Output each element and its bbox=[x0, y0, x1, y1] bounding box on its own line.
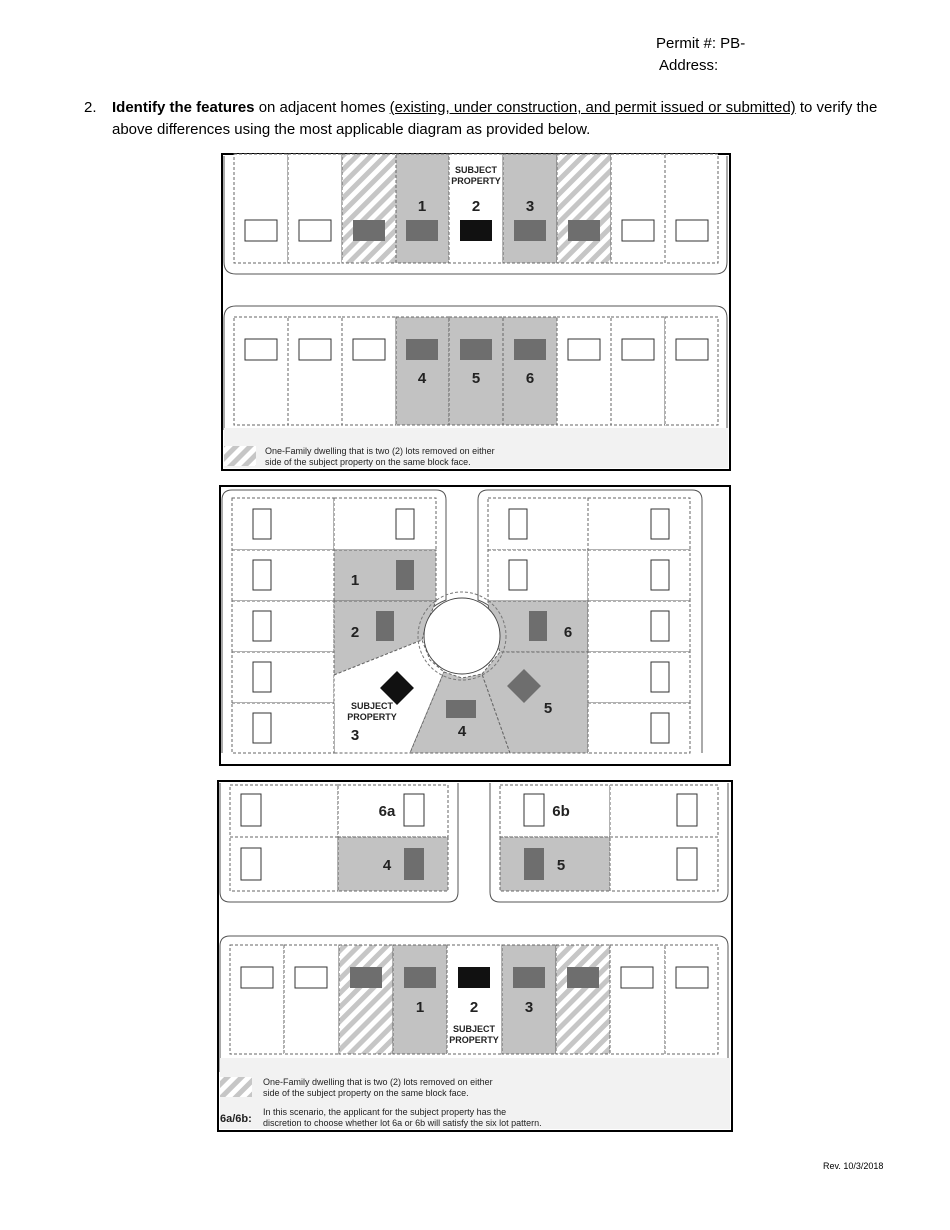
top-block-lots bbox=[233, 153, 719, 264]
lot-label-4-top: 4 bbox=[383, 857, 392, 874]
top-block-houses-3 bbox=[240, 793, 698, 881]
legend3-line2: side of the subject property on the same… bbox=[263, 1088, 469, 1098]
note-key-6a-6b: 6a/6b: bbox=[220, 1113, 252, 1125]
lot-label-1-b: 1 bbox=[416, 999, 424, 1016]
lot-label-5: 5 bbox=[472, 370, 480, 387]
cul-lot-label-1: 1 bbox=[351, 572, 359, 589]
cul-lot-label-4: 4 bbox=[458, 723, 467, 740]
top-block-houses bbox=[244, 219, 709, 242]
note-line2: discretion to choose whether lot 6a or 6… bbox=[263, 1118, 542, 1128]
revision-date: Rev. 10/3/2018 bbox=[823, 1161, 884, 1171]
cul-subject-line1: SUBJECT bbox=[351, 701, 394, 711]
cul-de-sac-houses bbox=[252, 508, 670, 744]
subject-label-line1: SUBJECT bbox=[455, 165, 498, 175]
diagram-corner-block: 6a 4 6b 5 1 2 3 bbox=[217, 780, 733, 1132]
lot-label-1: 1 bbox=[418, 198, 426, 215]
cul-lot-label-3: 3 bbox=[351, 727, 359, 744]
lot-label-2-b: 2 bbox=[470, 999, 478, 1016]
cul-lot-label-2: 2 bbox=[351, 624, 359, 641]
lot-label-4: 4 bbox=[418, 370, 427, 387]
cul-subject-line2: PROPERTY bbox=[347, 712, 397, 722]
lot-label-3-b: 3 bbox=[525, 999, 533, 1016]
lot-label-6a: 6a bbox=[379, 803, 396, 820]
bottom-block-houses-3 bbox=[240, 966, 709, 989]
instruction-text: Identify the features on adjacent homes … bbox=[112, 97, 902, 141]
diagram-cul-de-sac: 1 2 SUBJECT PROPERTY 3 4 5 6 bbox=[219, 485, 731, 766]
instruction-underlined: (existing, under construction, and permi… bbox=[389, 99, 796, 116]
cul-lot-label-6: 6 bbox=[564, 624, 572, 641]
legend3-line1: One-Family dwelling that is two (2) lots… bbox=[263, 1077, 493, 1087]
lot-label-6b: 6b bbox=[552, 803, 570, 820]
hatch-legend-swatch bbox=[224, 446, 256, 466]
lot-label-2: 2 bbox=[472, 198, 480, 215]
bottom-block-lots-3 bbox=[229, 944, 719, 1055]
instruction-text-part: on adjacent homes bbox=[254, 99, 390, 116]
lot-label-5-top: 5 bbox=[557, 857, 565, 874]
subject-label3-line1: SUBJECT bbox=[453, 1024, 496, 1034]
bottom-block-houses bbox=[244, 338, 709, 361]
lot-label-3: 3 bbox=[526, 198, 534, 215]
cul-lot-label-5: 5 bbox=[544, 700, 552, 717]
legend-text-line2: side of the subject property on the same… bbox=[265, 457, 471, 467]
permit-number-label: Permit #: PB- bbox=[656, 35, 746, 52]
bottom-block-lots bbox=[233, 316, 719, 426]
note-line1: In this scenario, the applicant for the … bbox=[263, 1107, 506, 1117]
hatch-legend-swatch-3 bbox=[220, 1077, 252, 1097]
legend-text-line1: One-Family dwelling that is two (2) lots… bbox=[265, 446, 495, 456]
lot-label-6: 6 bbox=[526, 370, 534, 387]
subject-label3-line2: PROPERTY bbox=[449, 1035, 499, 1045]
address-label: Address: bbox=[659, 57, 719, 74]
top-right-lots bbox=[499, 784, 719, 892]
item-number: 2. bbox=[84, 99, 97, 116]
instruction-bold: Identify the features bbox=[112, 99, 255, 116]
diagram-straight-block: SUBJECT PROPERTY 1 2 3 bbox=[221, 153, 731, 471]
right-block-lots bbox=[481, 497, 691, 754]
subject-label-line2: PROPERTY bbox=[451, 176, 501, 186]
instruction-text-end: to verify the above differences using th… bbox=[112, 99, 878, 138]
